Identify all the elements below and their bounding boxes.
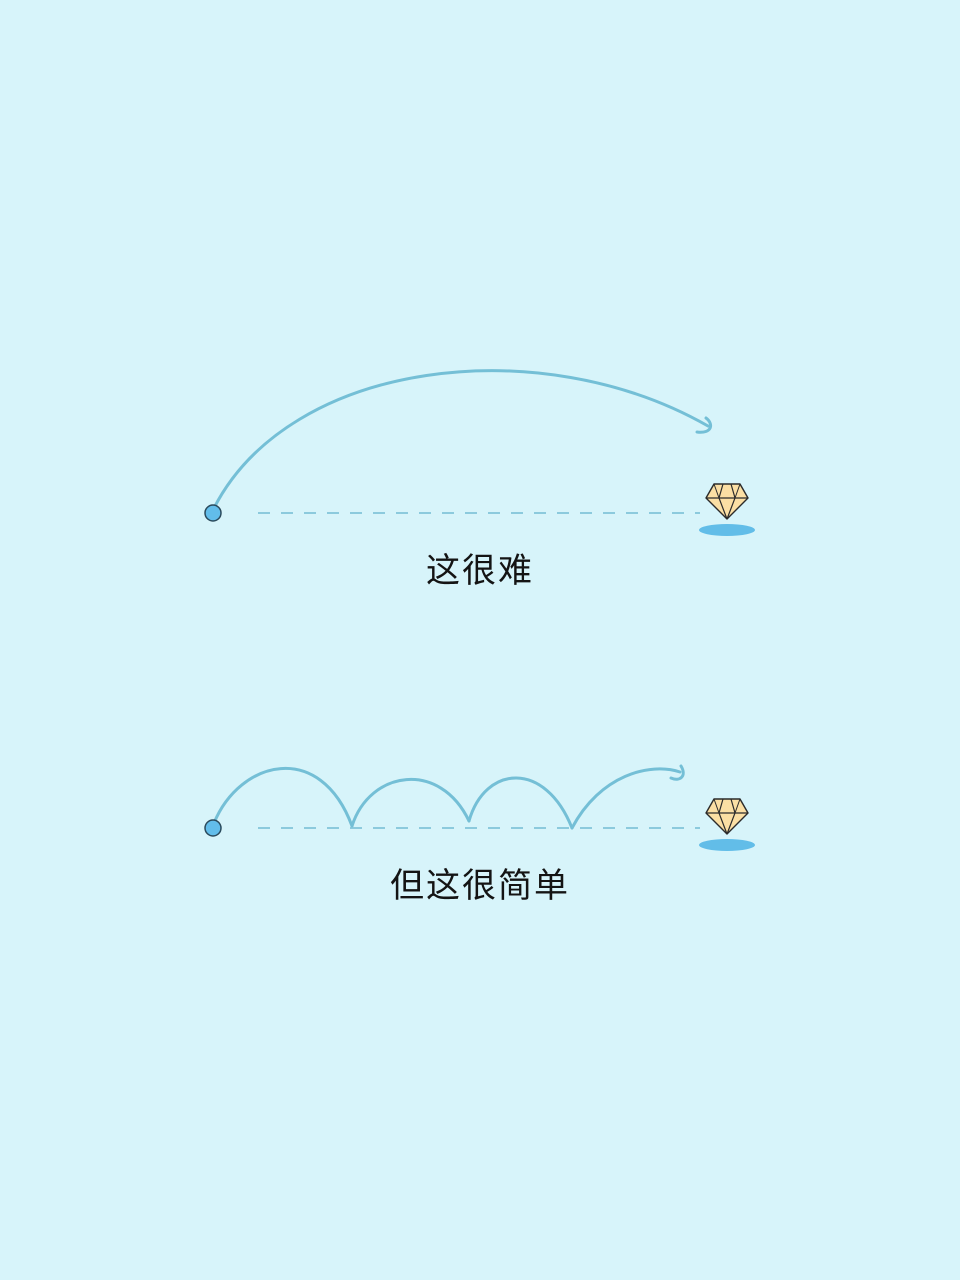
hard-path-panel xyxy=(204,369,755,536)
diamond-icon xyxy=(705,483,749,520)
hop-arc-4 xyxy=(570,767,682,830)
hop-arc-1 xyxy=(212,767,354,828)
hard-path-caption: 这很难 xyxy=(426,551,534,591)
easy-path-panel xyxy=(204,764,755,851)
easy-path-caption: 但这很简单 xyxy=(390,866,570,906)
big-leap-arc xyxy=(212,369,710,510)
arrowhead-icon xyxy=(695,416,713,434)
diamond-icon xyxy=(705,798,749,835)
diamond-shadow xyxy=(699,839,755,851)
arrowhead-icon xyxy=(669,764,685,781)
diamond-shadow xyxy=(699,524,755,536)
hop-arc-3 xyxy=(467,776,574,830)
start-point-dot xyxy=(204,819,222,837)
start-point-dot xyxy=(204,504,222,522)
hop-arc-2 xyxy=(350,777,471,828)
